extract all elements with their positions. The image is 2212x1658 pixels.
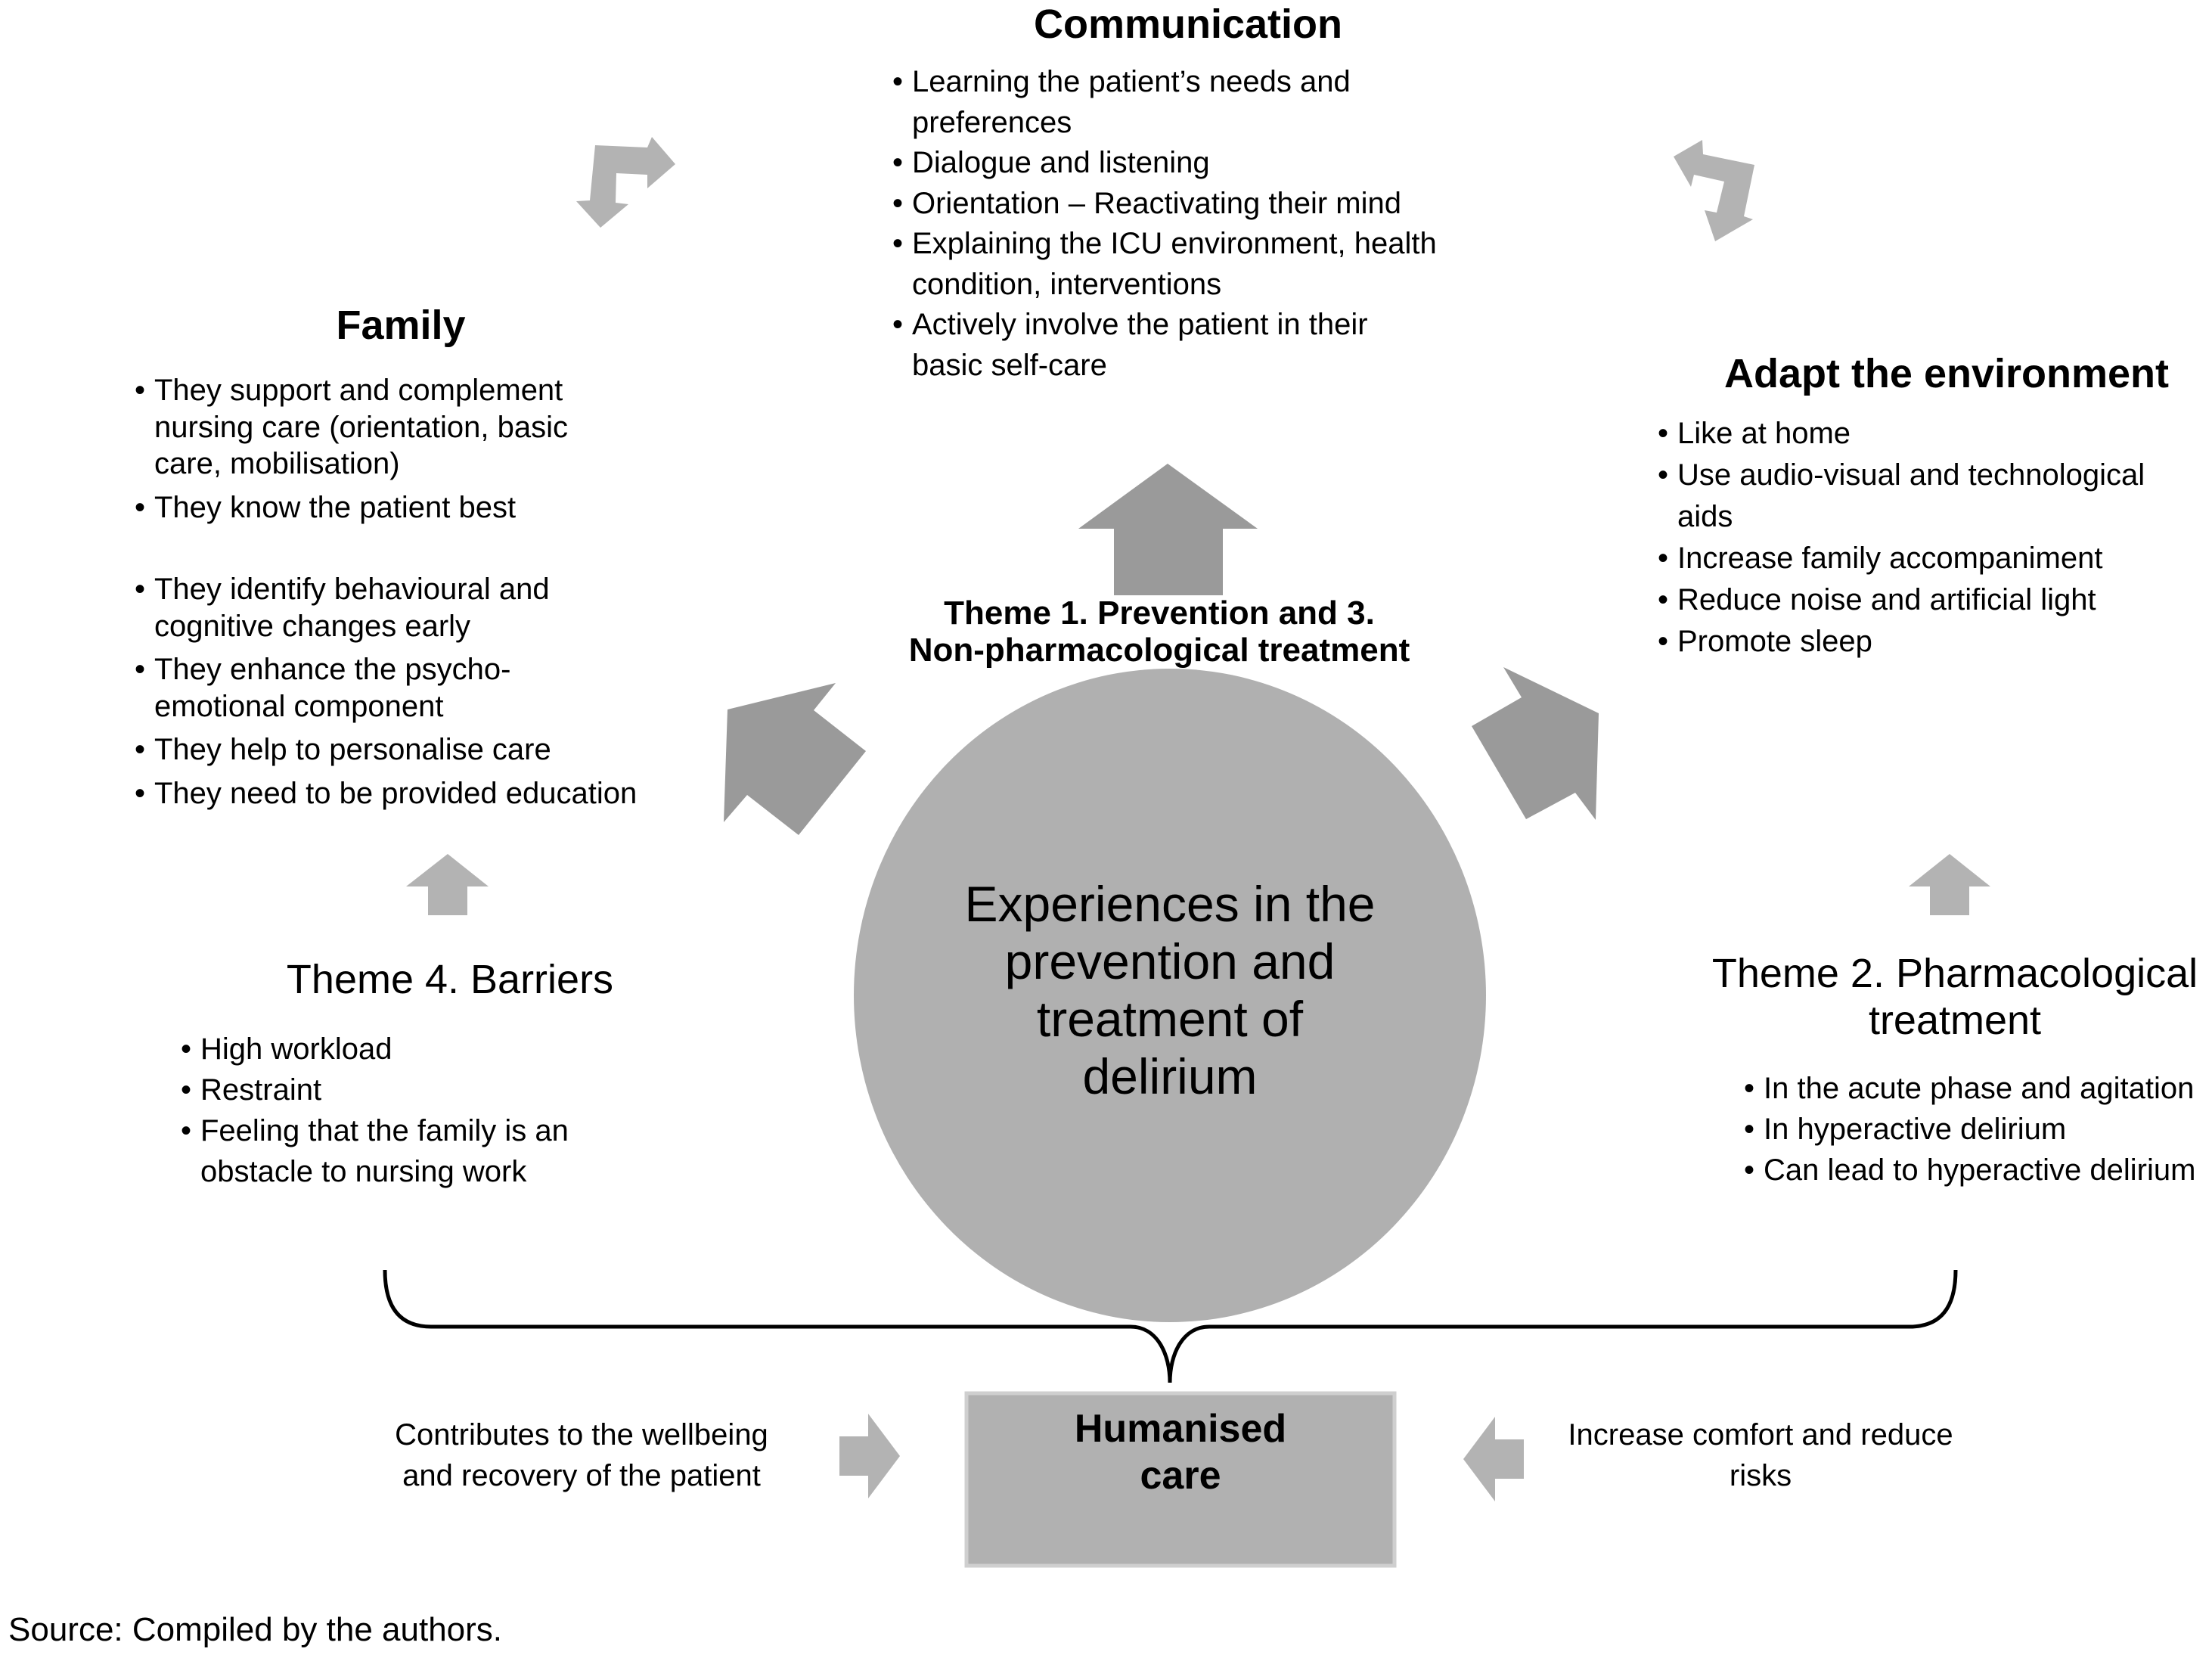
theme1-label: Theme 1. Prevention and 3. Non-pharmacol…	[819, 595, 1500, 669]
environment-title: Adapt the environment	[1723, 351, 2170, 396]
communication-title: Communication	[1033, 2, 1342, 47]
list-item: They know the patient best	[135, 489, 682, 526]
list-item: Promote sleep	[1658, 621, 2190, 663]
humanised-line2: care	[1140, 1454, 1221, 1498]
up-left-arrow-icon	[724, 683, 866, 835]
bent-double-arrow-icon	[1674, 140, 1754, 241]
list-item: Explaining the ICU environment, health c…	[892, 224, 1472, 305]
theme1-line2: Non-pharmacological treatment	[908, 632, 1410, 669]
environment-list: Like at home Use audio-visual and techno…	[1658, 413, 2190, 663]
center-circle-label: Experiences in the prevention and treatm…	[905, 875, 1435, 1105]
theme2-title: Theme 2. Pharmacological treatment	[1690, 950, 2212, 1044]
list-item: Feeling that the family is an obstacle t…	[181, 1110, 609, 1192]
up-arrow-icon	[406, 854, 489, 915]
theme4-title: Theme 4. Barriers	[286, 957, 614, 1002]
list-item: Increase family accompaniment	[1658, 538, 2190, 579]
list-item: Dialogue and listening	[892, 143, 1470, 184]
communication-list: Learning the patient’s needs and prefere…	[892, 62, 1472, 386]
center-line: delirium	[1082, 1048, 1258, 1104]
bent-double-arrow-icon	[576, 137, 675, 228]
up-arrow-icon	[1909, 854, 1990, 915]
family-title: Family	[336, 303, 466, 348]
comfort-line1: Increase comfort and reduce	[1568, 1418, 1953, 1452]
list-item: Can lead to hyperactive delirium	[1744, 1150, 2212, 1191]
theme4-list: High workload Restraint Feeling that the…	[181, 1029, 638, 1192]
list-item: In the acute phase and agitation	[1744, 1068, 2212, 1109]
up-arrow-icon	[1078, 464, 1258, 595]
list-item: High workload	[181, 1029, 638, 1070]
list-item: They identify behavioural and cognitive …	[135, 571, 578, 644]
list-item: Learning the patient’s needs and prefere…	[892, 62, 1396, 143]
list-item: They enhance the psycho-emotional compon…	[135, 651, 532, 725]
comfort-line2: risks	[1729, 1459, 1792, 1492]
center-line: Experiences in the	[964, 876, 1376, 932]
list-item: They support and complement nursing care…	[135, 372, 608, 483]
list-item: Restraint	[181, 1070, 638, 1110]
left-arrow-icon	[1463, 1417, 1524, 1501]
theme2-title-line2: treatment	[1868, 998, 2042, 1043]
list-item: Orientation – Reactivating their mind	[892, 184, 1470, 225]
theme1-line1: Theme 1. Prevention and 3.	[944, 595, 1375, 632]
center-line: prevention and	[1004, 933, 1336, 989]
humanised-care-box	[964, 1391, 1397, 1568]
list-item: They need to be provided education	[135, 775, 682, 812]
up-right-arrow-icon	[1472, 667, 1599, 820]
list-item: Use audio-visual and technological aids	[1658, 455, 2161, 538]
theme2-title-line1: Theme 2. Pharmacological	[1711, 951, 2198, 996]
brace-connector	[383, 1269, 1958, 1383]
list-item: Reduce noise and artificial light	[1658, 579, 2190, 621]
list-item: In hyperactive delirium	[1744, 1109, 2212, 1150]
theme2-list: In the acute phase and agitation In hype…	[1744, 1068, 2212, 1191]
list-item: Actively involve the patient in their ba…	[892, 305, 1396, 386]
list-item: Like at home	[1658, 413, 2190, 455]
wellbeing-label: Contributes to the wellbeing and recover…	[355, 1414, 808, 1496]
wellbeing-line2: and recovery of the patient	[402, 1459, 761, 1492]
comfort-label: Increase comfort and reduce risks	[1534, 1414, 1987, 1496]
right-arrow-icon	[839, 1414, 900, 1498]
center-line: treatment of	[1036, 991, 1304, 1047]
humanised-line1: Humanised	[1074, 1407, 1287, 1451]
humanised-care-label: Humanised care	[966, 1405, 1395, 1499]
source-note: Source: Compiled by the authors.	[8, 1611, 503, 1648]
list-item: They help to personalise care	[135, 731, 682, 768]
family-list: They support and complement nursing care…	[135, 372, 682, 818]
center-circle	[854, 669, 1486, 1322]
wellbeing-line1: Contributes to the wellbeing	[395, 1418, 768, 1452]
